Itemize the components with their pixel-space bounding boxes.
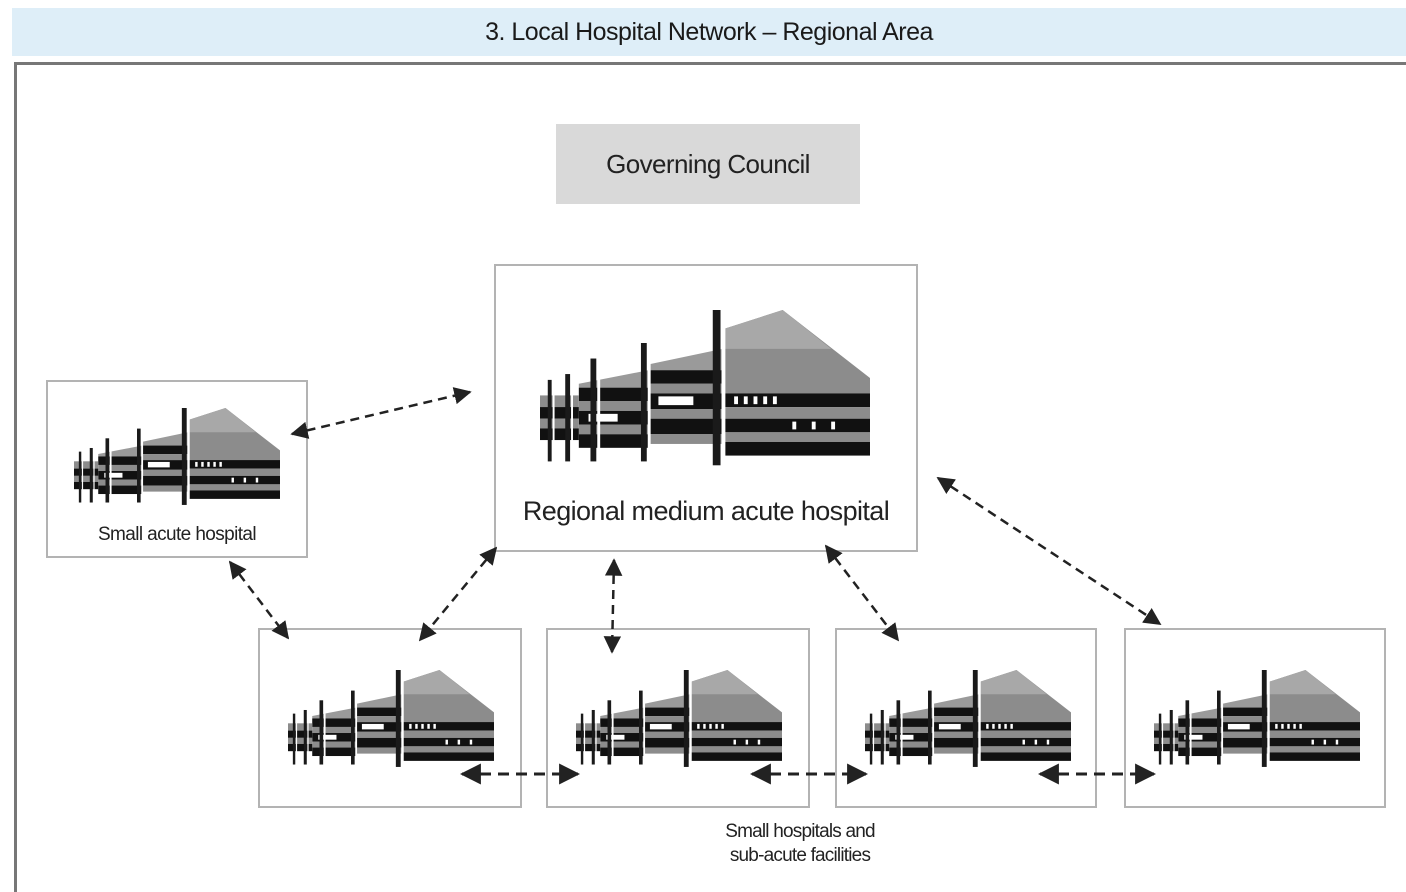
connector-arrow xyxy=(824,544,900,642)
small-acute-hospital-label: Small acute hospital xyxy=(97,524,257,545)
governing-council-box: Governing Council xyxy=(556,124,860,204)
connector-arrow xyxy=(290,387,472,439)
small-facilities-label-line2: sub-acute facilities xyxy=(729,845,871,866)
small-facilities-label-line1: Small hospitals and xyxy=(725,821,875,842)
small-facility-box xyxy=(1124,628,1386,808)
connector-arrow xyxy=(936,476,1162,626)
small-acute-hospital-box: Small acute hospital xyxy=(46,380,308,558)
regional-hospital-box: Regional medium acute hospital xyxy=(494,264,918,552)
connector-arrow xyxy=(418,546,498,642)
diagram-title: 3. Local Hospital Network – Regional Are… xyxy=(12,8,1406,56)
regional-hospital-label: Regional medium acute hospital xyxy=(522,496,890,526)
diagram-frame xyxy=(14,62,1406,892)
connector-arrow xyxy=(603,558,623,654)
connector-arrow xyxy=(228,560,290,640)
small-facilities-label: Small hospitals and sub-acute facilities xyxy=(690,820,910,868)
